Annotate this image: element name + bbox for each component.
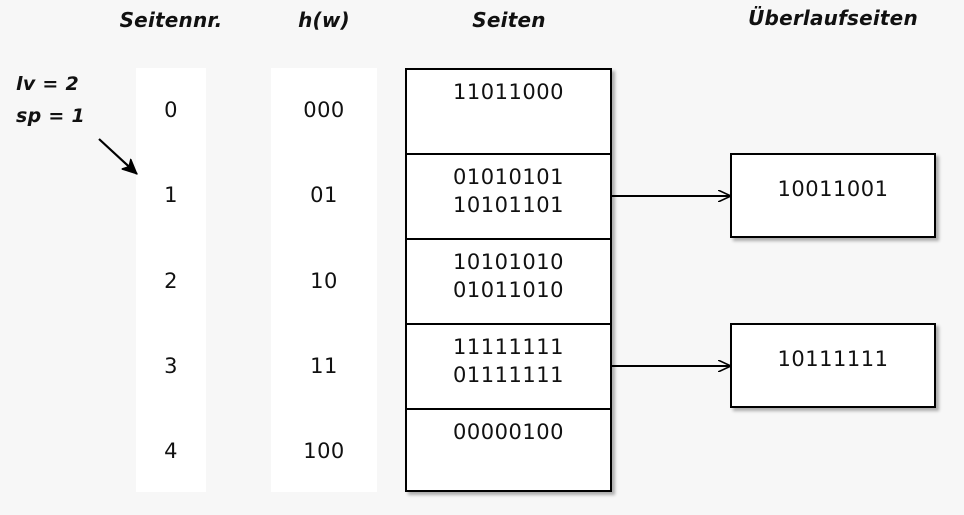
record-value: 00000100 [453,420,564,444]
page-cell-1: 01010101 10101101 [407,155,610,240]
label-sp: sp = 1 [16,105,86,127]
overflow-page-0: 10011001 [730,153,936,238]
seitennr-value-3: 3 [164,354,178,378]
overflow-page-1: 10111111 [730,323,936,408]
column-hw [271,68,377,492]
record-value: 01010101 [453,165,564,189]
record-value: 10101010 [453,250,564,274]
seitennr-value-1: 1 [164,183,178,207]
record-value: 11011000 [453,80,564,104]
pages-table: 11011000 01010101 10101101 10101010 0101… [405,68,612,492]
page-cell-2: 10101010 01011010 [407,240,610,325]
seitennr-value-2: 2 [164,269,178,293]
seitennr-value-0: 0 [164,98,178,122]
header-hw: h(w) [298,8,350,32]
label-lv: lv = 2 [16,73,80,95]
hw-value-2: 10 [310,269,338,293]
record-value: 10101101 [453,193,564,217]
record-value: 01111111 [453,363,564,387]
hw-value-4: 100 [303,439,345,463]
page-cell-0: 11011000 [407,70,610,155]
page-cell-4: 00000100 [407,410,610,494]
column-seitennr [136,68,206,492]
seitennr-value-4: 4 [164,439,178,463]
overflow-record-value: 10111111 [777,347,889,371]
hw-value-3: 11 [310,354,338,378]
hw-value-1: 01 [310,183,338,207]
header-ueberlaufseiten: Überlaufseiten [748,6,918,30]
page-cell-3: 11111111 01111111 [407,325,610,410]
sp-pointer-arrow [98,138,137,175]
overflow-record-value: 10011001 [777,177,889,201]
record-value: 01011010 [453,278,564,302]
record-value: 11111111 [453,335,564,359]
header-seiten: Seiten [472,8,546,32]
header-seitennr: Seitennr. [119,8,223,32]
hw-value-0: 000 [303,98,345,122]
